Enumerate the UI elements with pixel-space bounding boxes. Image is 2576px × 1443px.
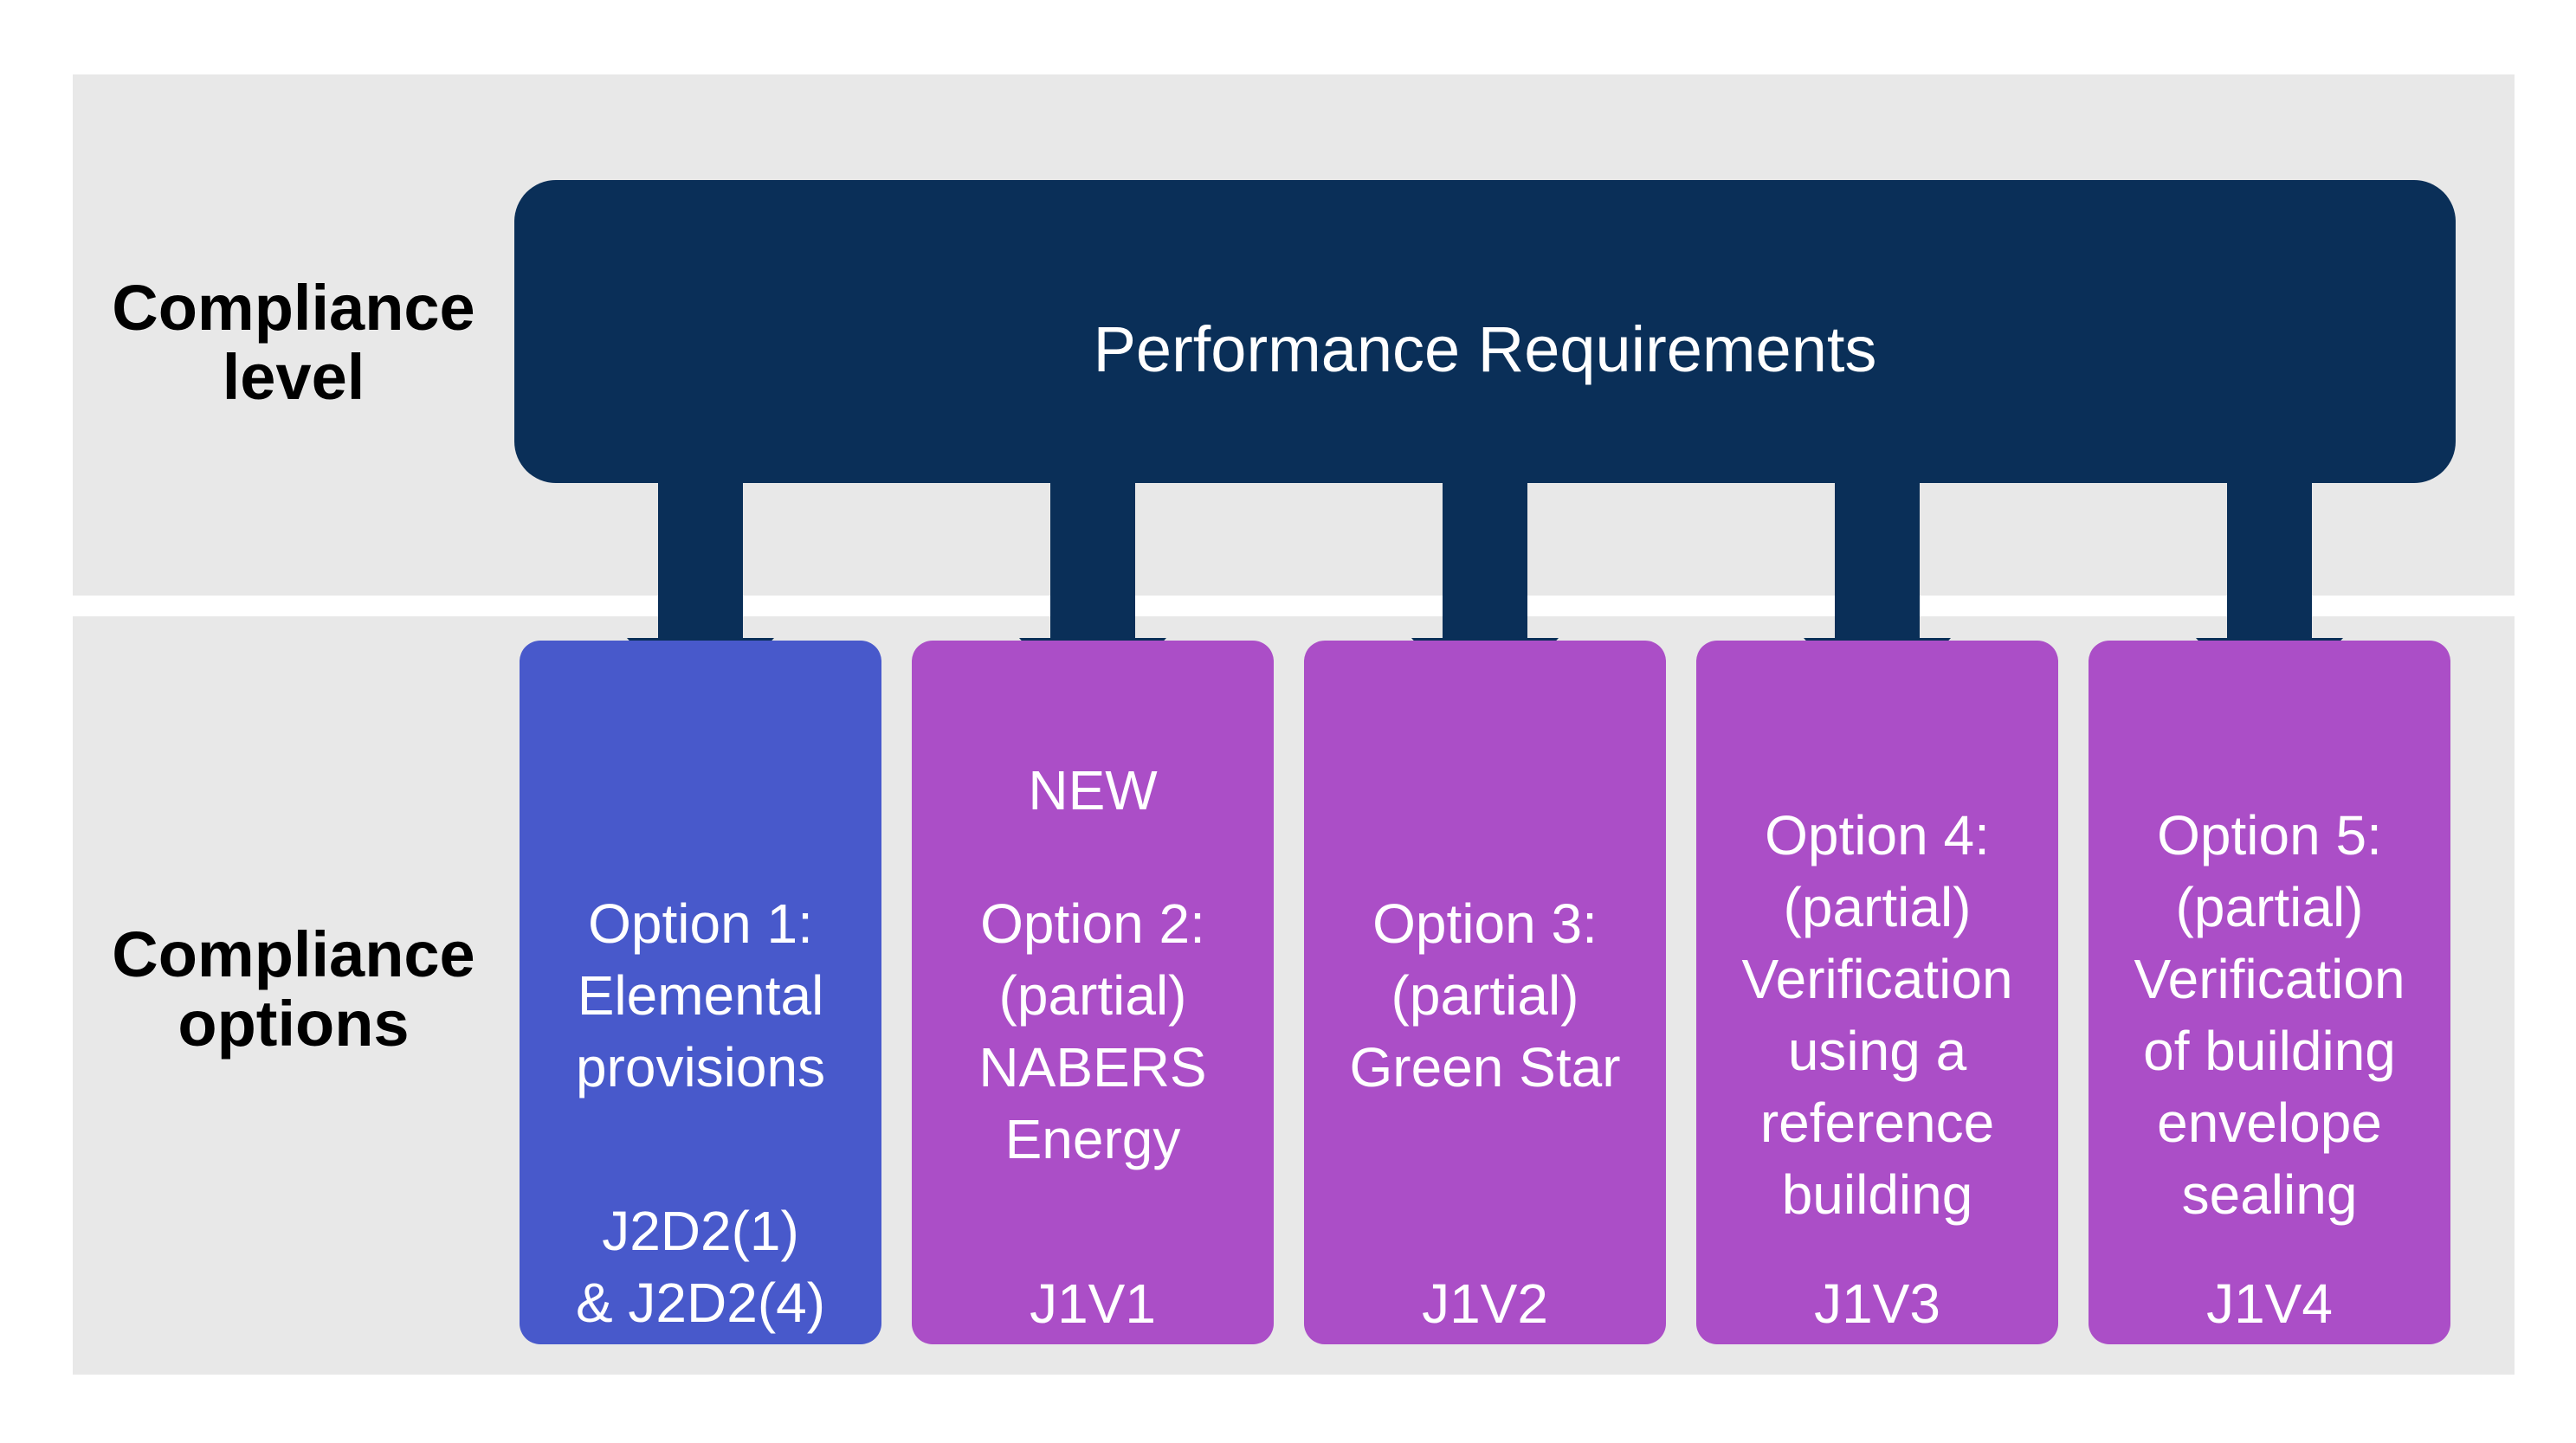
performance-requirements-box: Performance Requirements — [514, 180, 2456, 483]
performance-requirements-title: Performance Requirements — [1093, 313, 1877, 385]
compliance-level-label: Compliance level — [112, 272, 475, 413]
new-badge: NEW — [1028, 759, 1158, 821]
option-card-text: Option 3: (partial) Green Star — [1349, 892, 1621, 1098]
option-card-code: J2D2(1) & J2D2(4) — [575, 1200, 826, 1334]
option-card-code: J1V4 — [2206, 1272, 2333, 1335]
option-card-code: J1V2 — [1422, 1272, 1548, 1335]
compliance-options-label: Compliance options — [112, 918, 475, 1060]
option-card-text: Option 4: (partial) Verification using a… — [1741, 804, 2013, 1226]
option-card-text: Option 2: (partial) NABERS Energy — [978, 892, 1207, 1170]
option-card-code: J1V1 — [1030, 1272, 1156, 1335]
option-card-text: Option 5: (partial) Verification of buil… — [2134, 804, 2405, 1226]
option-card-2: NEW Option 2: (partial) NABERS Energy J1… — [912, 641, 1274, 1344]
option-card-1: Option 1: Elemental provisions J2D2(1) &… — [520, 641, 881, 1344]
option-card-code: J1V3 — [1814, 1272, 1940, 1335]
option-card-text: Option 1: Elemental provisions — [575, 892, 826, 1098]
option-card-3: Option 3: (partial) Green Star J1V2 — [1304, 641, 1666, 1344]
option-card-4: Option 4: (partial) Verification using a… — [1696, 641, 2058, 1344]
option-card-5: Option 5: (partial) Verification of buil… — [2089, 641, 2450, 1344]
